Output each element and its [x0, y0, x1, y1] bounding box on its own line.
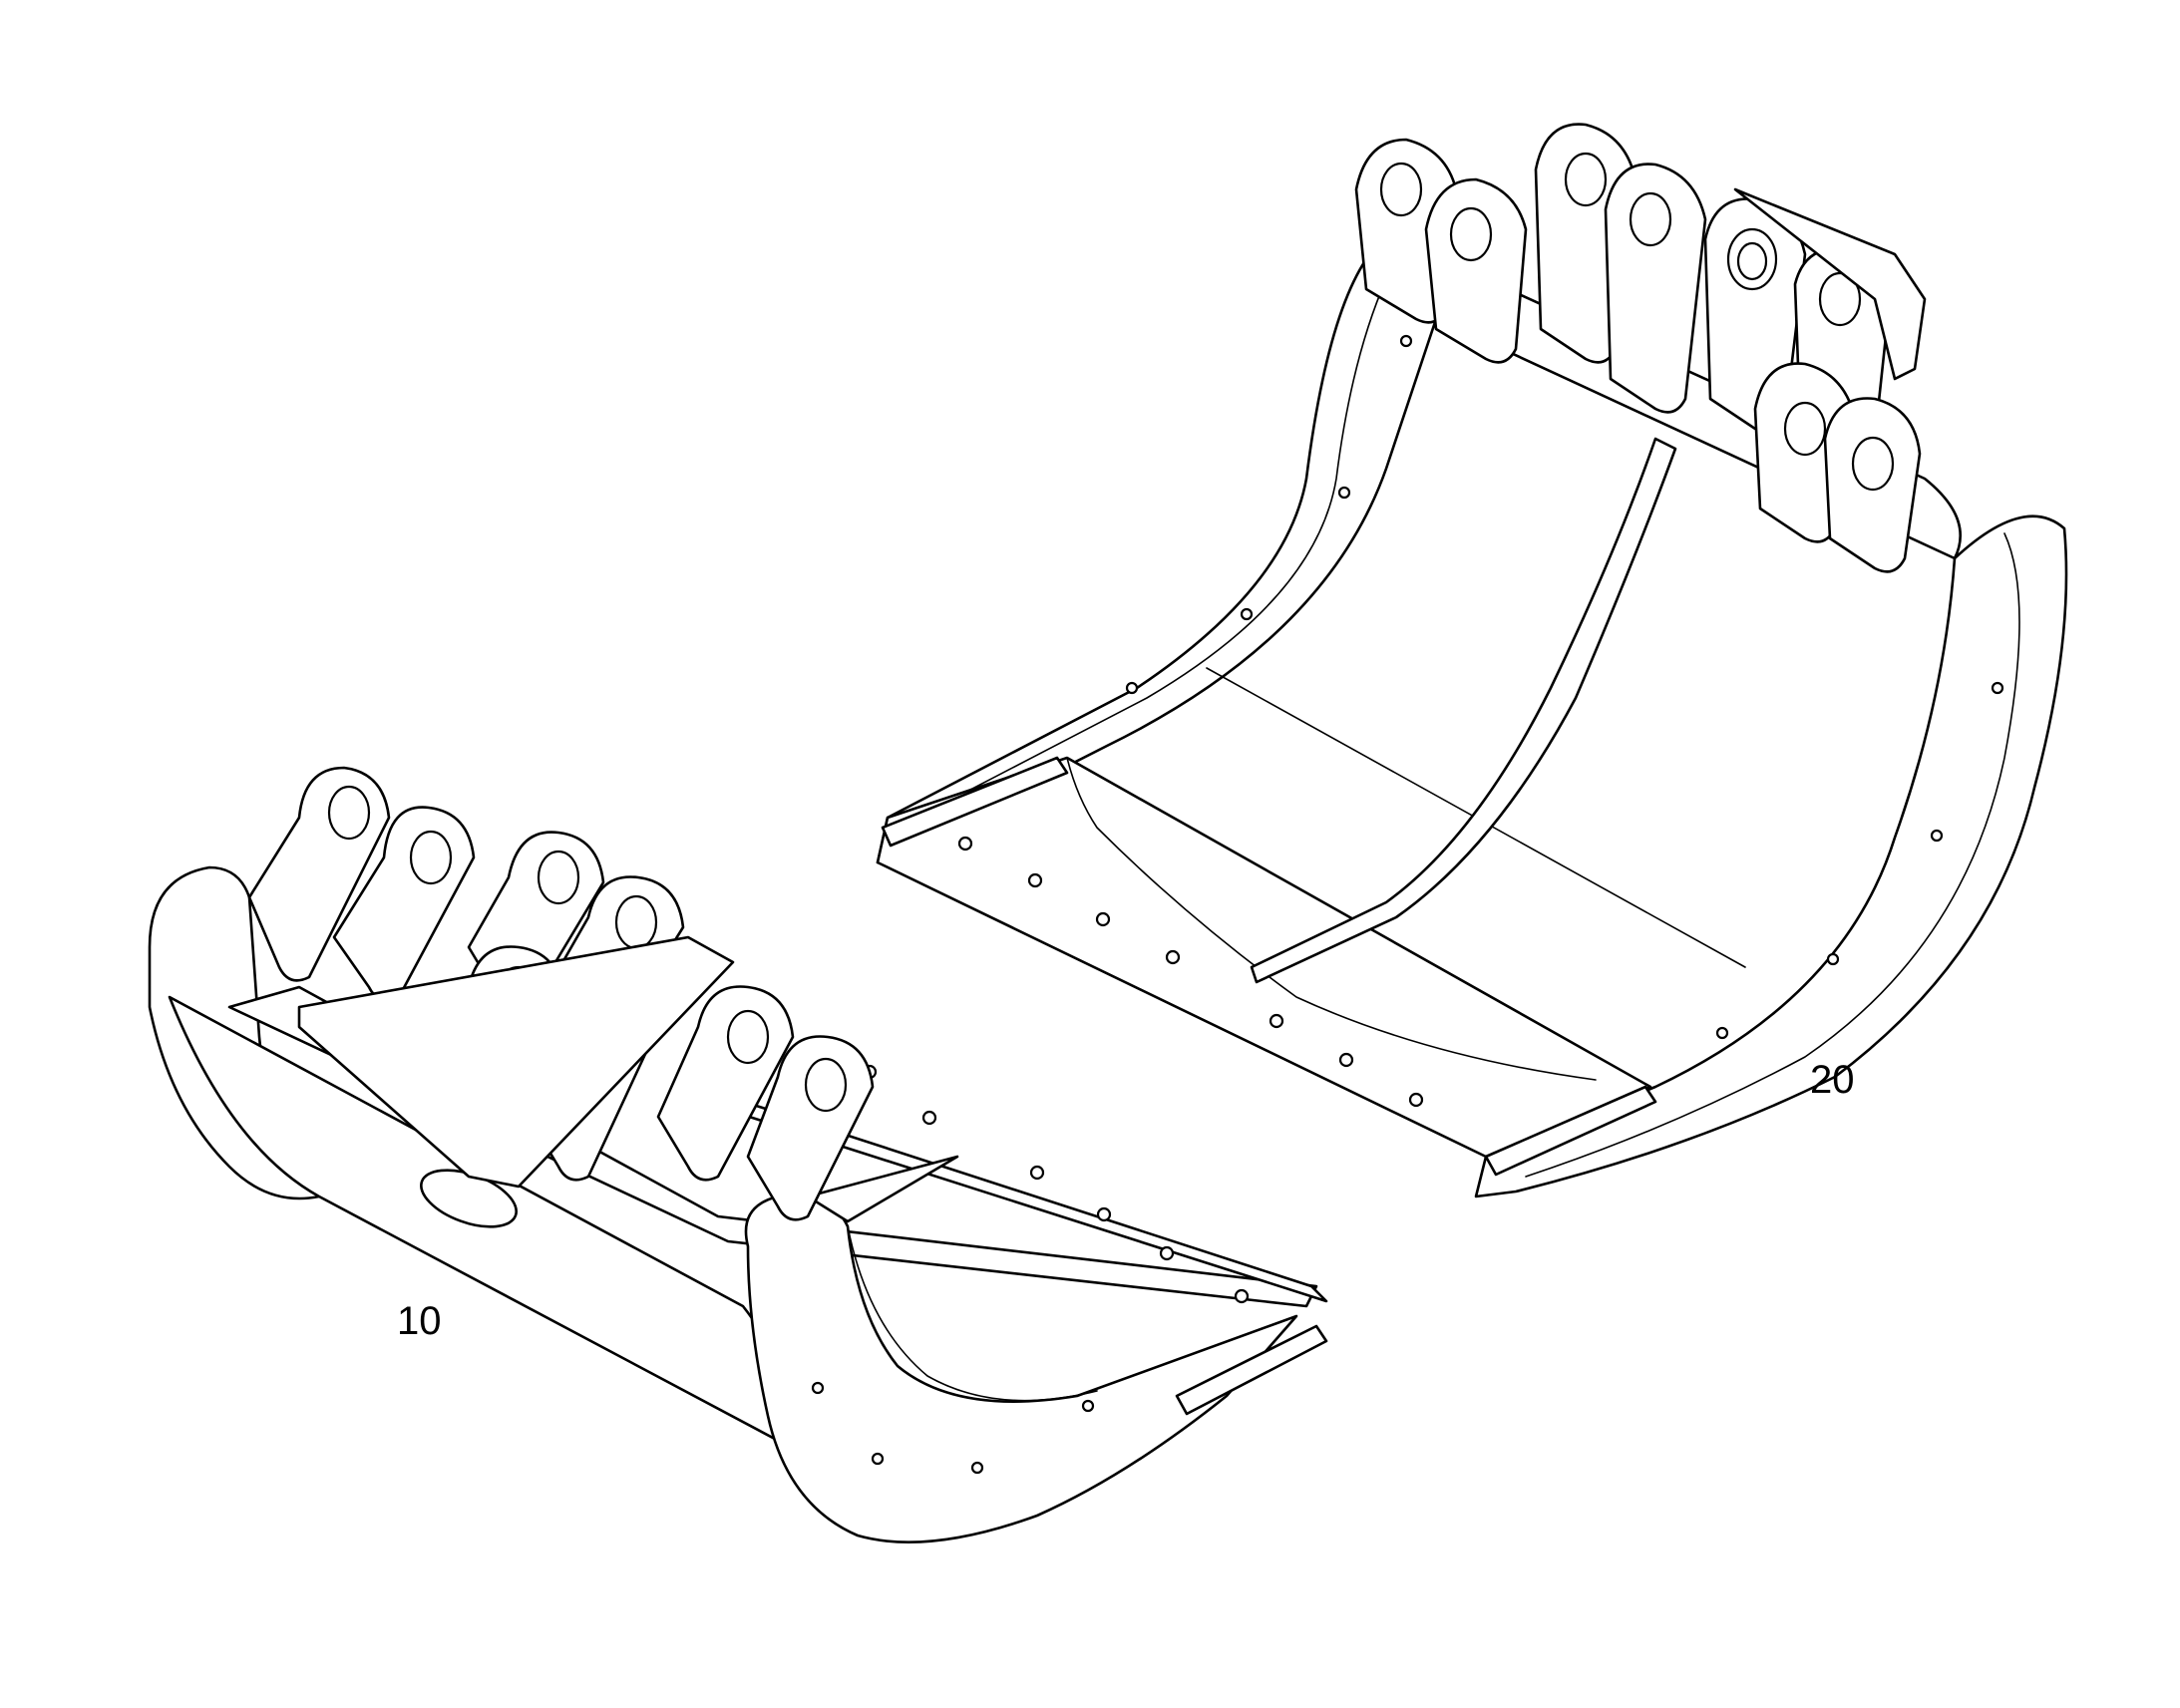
bucket-20-center-rib: [1250, 437, 1677, 984]
bucket-20-hole: [1125, 681, 1139, 695]
bucket-20-hole: [1337, 486, 1351, 500]
bucket-20: [876, 123, 2068, 1198]
lug-hole: [537, 850, 580, 905]
bucket-20-lip-hole: [1095, 911, 1111, 927]
bucket-10-lip-hole: [921, 1110, 937, 1126]
lug-hole: [614, 894, 658, 950]
lug-hole: [1379, 162, 1423, 217]
lug-hole: [1783, 401, 1827, 457]
bucket-20-bottom-inner-curve: [1066, 757, 1597, 1081]
reference-numeral-20: 20: [1810, 1058, 1855, 1102]
bucket-10-hole: [1081, 1399, 1095, 1413]
bucket-10-lip-hole: [1096, 1206, 1112, 1222]
bucket-10-right-end-plate: [744, 1193, 1298, 1543]
bucket-10: [148, 766, 1328, 1543]
bucket-20-lugs: [1354, 123, 1927, 573]
lug: [1424, 177, 1528, 364]
bucket-20-hole: [1240, 607, 1254, 621]
bucket-10-lip-hole: [1234, 1288, 1250, 1304]
bucket-20-right-edge-strip: [1484, 1085, 1657, 1177]
lug-hole: [327, 785, 371, 841]
bucket-20-hole: [1399, 334, 1413, 348]
lug-hole: [804, 1057, 848, 1113]
bucket-20-right-side-plate: [1474, 514, 2068, 1198]
bucket-10-lugs: [247, 766, 875, 1221]
lug-hole: [1851, 436, 1895, 492]
reference-numeral-10: 10: [397, 1299, 442, 1343]
bucket-20-hole: [1991, 681, 2004, 695]
bucket-20-bottom-plate: [876, 756, 1652, 1159]
bucket-10-lip-hole: [1159, 1245, 1175, 1261]
bucket-20-hole: [1826, 952, 1840, 966]
bucket-20-lip-hole: [1408, 1092, 1424, 1108]
bucket-10-lip-hole: [1029, 1165, 1045, 1181]
lug-hole: [726, 1009, 770, 1065]
lug-hole: [1564, 152, 1608, 207]
bucket-20-left-side-plate: [876, 257, 1438, 864]
bucket-10-hole: [871, 1452, 885, 1466]
bucket-10-hole: [811, 1381, 825, 1395]
bucket-20-lip-hole: [1027, 872, 1043, 888]
bucket-10-hole: [970, 1461, 984, 1475]
bucket-20-lip-hole: [1338, 1052, 1354, 1068]
bucket-20-left-edge-strip: [881, 756, 1069, 848]
bucket-20-left-plate-edge: [897, 278, 1387, 829]
lug-hole: [1629, 191, 1672, 247]
bucket-20-coupler-block: [1733, 187, 1927, 381]
bucket-20-hole: [1930, 829, 1944, 843]
bucket-20-lip-hole: [1165, 949, 1181, 965]
lug-hole: [1449, 206, 1493, 262]
bucket-10-edge-strip: [1175, 1324, 1328, 1416]
lug-hole: [409, 830, 453, 885]
bucket-20-right-plate-inner: [1525, 532, 2020, 1178]
bucket-20-lip-hole: [1269, 1013, 1284, 1029]
bucket-20-lip-hole: [957, 836, 973, 852]
bucket-10-right-plate-inner: [847, 1225, 1098, 1402]
bucket-10-coupler-frame: [297, 935, 735, 1189]
bucket-10-tine: [806, 1155, 959, 1223]
bucket-20-hole: [1715, 1026, 1729, 1040]
lug-hole-inner: [1736, 241, 1768, 281]
